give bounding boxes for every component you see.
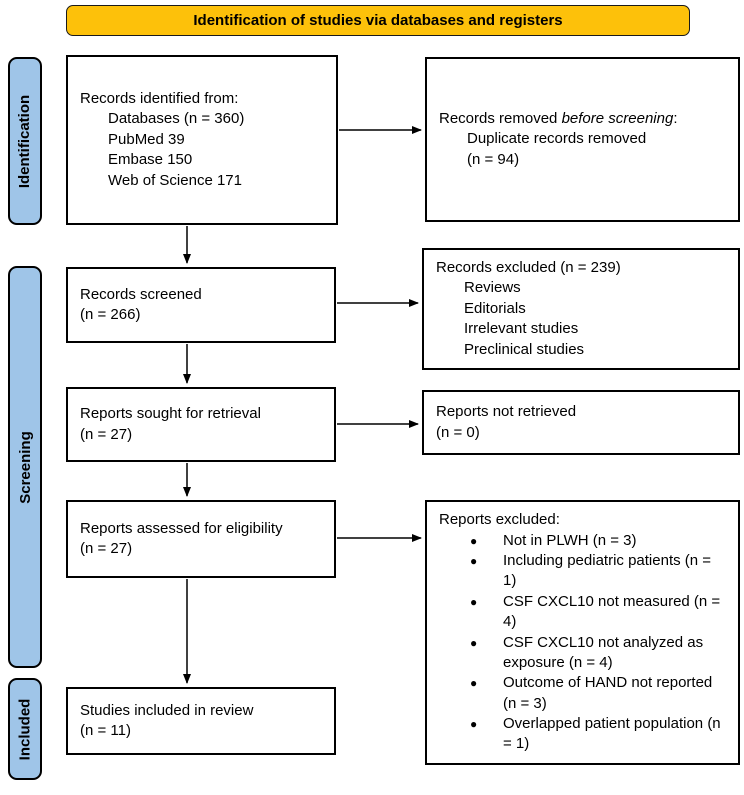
stage-included: Included	[8, 678, 42, 780]
bullet-icon: ●	[470, 717, 478, 732]
box-line: Embase 150	[108, 151, 193, 169]
box-records-identified: Records identified from: Databases (n = …	[66, 55, 338, 225]
box-reports-excluded: Reports excluded: ● Not in PLWH (n = 3) ●…	[425, 500, 740, 765]
box-line: (n = 27)	[80, 425, 133, 443]
box-line: Reports not retrieved	[436, 403, 577, 421]
box-line: Records screened	[80, 285, 202, 303]
bullet-icon: ●	[470, 553, 478, 568]
header-title: Identification of studies via databases …	[193, 12, 563, 29]
title-italic: before screening	[561, 109, 674, 127]
exclusion-reasons-list: ● Not in PLWH (n = 3) ● Including pediatri…	[439, 531, 728, 755]
box-studies-included: Studies included in review (n = 11)	[66, 687, 336, 755]
list-item: ● CSF CXCL10 not analyzed as exposure (n …	[439, 633, 728, 674]
bullet-text: CSF CXCL10 not measured (n = 4)	[503, 592, 721, 631]
bullet-icon: ●	[470, 676, 478, 691]
title-prefix: Records removed	[439, 109, 562, 127]
box-records-removed: Records removed before screening: Duplic…	[425, 57, 740, 222]
stage-included-label: Included	[16, 698, 34, 760]
box-line: Duplicate records removed	[467, 130, 647, 148]
stage-identification: Identification	[8, 57, 42, 225]
stage-screening: Screening	[8, 266, 42, 668]
list-item: ● Outcome of HAND not reported (n = 3)	[439, 673, 728, 714]
box-reports-assessed: Reports assessed for eligibility (n = 27…	[66, 500, 336, 578]
bullet-text: Not in PLWH (n = 3)	[503, 531, 637, 549]
bullet-text: Including pediatric patients (n = 1)	[503, 551, 712, 590]
box-line: Reports sought for retrieval	[80, 405, 261, 423]
list-item: ● Overlapped patient population (n = 1)	[439, 714, 728, 755]
box-line: Irrelevant studies	[464, 320, 579, 338]
box-records-screened: Records screened (n = 266)	[66, 267, 336, 343]
box-line: (n = 11)	[80, 722, 131, 739]
box-reports-sought: Reports sought for retrieval (n = 27)	[66, 387, 336, 462]
bullet-icon: ●	[470, 594, 478, 609]
box-title: Records excluded (n = 239)	[436, 259, 621, 277]
box-line: (n = 266)	[80, 306, 141, 323]
box-line: Reports assessed for eligibility	[80, 519, 283, 537]
box-line: Web of Science 171	[108, 171, 242, 189]
box-reports-not-retrieved: Reports not retrieved (n = 0)	[422, 390, 740, 455]
box-title: Reports excluded:	[439, 511, 560, 529]
bullet-icon: ●	[470, 533, 478, 548]
box-line: PubMed 39	[108, 130, 185, 148]
bullet-text: Outcome of HAND not reported (n = 3)	[503, 674, 713, 712]
bullet-text: Overlapped patient population (n = 1)	[503, 715, 721, 753]
bullet-icon: ●	[470, 635, 478, 650]
box-title: Records removed before screening:	[439, 109, 726, 129]
stage-screening-label: Screening	[16, 430, 34, 504]
box-line: Preclinical studies	[464, 340, 585, 358]
box-title: Records identified from:	[80, 90, 239, 108]
header-banner: Identification of studies via databases …	[66, 5, 690, 36]
list-item: ● Including pediatric patients (n = 1)	[439, 551, 728, 592]
box-line: (n = 94)	[467, 150, 520, 168]
box-line: Reviews	[464, 279, 521, 297]
list-item: ● Not in PLWH (n = 3)	[439, 531, 728, 551]
box-line: Studies included in review	[80, 701, 254, 719]
list-item: ● CSF CXCL10 not measured (n = 4)	[439, 592, 728, 633]
box-line: (n = 27)	[80, 540, 133, 557]
box-line: (n = 0)	[436, 423, 480, 441]
box-line: Editorials	[464, 299, 526, 317]
box-line: Databases (n = 360)	[108, 110, 245, 128]
bullet-text: CSF CXCL10 not analyzed as exposure (n =…	[503, 633, 704, 671]
stage-identification-label: Identification	[16, 94, 34, 188]
box-records-excluded: Records excluded (n = 239) Reviews Edito…	[422, 248, 740, 370]
title-suffix: :	[673, 109, 678, 127]
